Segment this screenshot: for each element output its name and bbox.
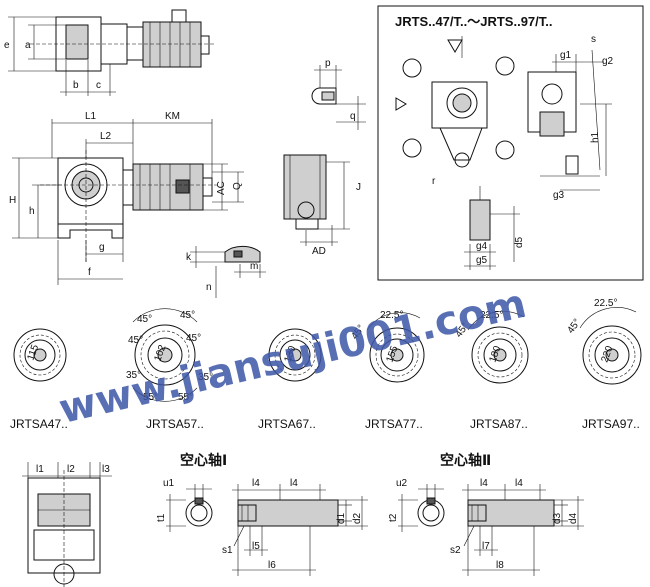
- dim-KM: KM: [165, 111, 180, 122]
- dim-AC: AC: [216, 181, 227, 195]
- flange-angle: 22.5°: [594, 298, 617, 309]
- dim-b: b: [73, 80, 79, 91]
- dim-e: e: [4, 40, 10, 51]
- flange-model: JRTSA57..: [146, 417, 204, 431]
- inset-title: JRTS..47/T..～JRTS..97/T..: [395, 14, 553, 29]
- side-view: J AD: [283, 154, 361, 257]
- flange-angle: 35°: [126, 370, 141, 381]
- foot-detail: k n m: [186, 245, 266, 298]
- dim-m: m: [250, 261, 258, 272]
- bottom-elevation: l1 l2 l3: [22, 462, 112, 587]
- hollow-shaft-1: 空心轴Ⅰ u1 t1 l4 l4 d1 d2 s1 l5 l6: [156, 452, 368, 576]
- flange-angle: 35°: [198, 372, 213, 383]
- flange-angle: 55°: [178, 392, 193, 403]
- dim-s2: s2: [450, 545, 461, 556]
- dim-f: f: [88, 267, 91, 278]
- dim-u1: u1: [163, 478, 175, 489]
- dim-s1: s1: [222, 545, 233, 556]
- dim-g: g: [99, 242, 105, 253]
- dim-l4c: l4: [480, 478, 488, 489]
- flange-angle: 45°: [186, 333, 201, 344]
- dim-d5: d5: [514, 236, 525, 248]
- dim-g4: g4: [476, 241, 488, 252]
- dim-h1: h1: [590, 131, 601, 143]
- dim-L1: L1: [85, 111, 97, 122]
- torque-arm-inset: JRTS..47/T..～JRTS..97/T.. r g1 g2 s h1 g…: [377, 5, 644, 281]
- flange-JRTSA67: 130 JRTSA67..: [258, 328, 322, 431]
- flange-JRTSA57: 102 45° 45° 45° 45° 35° 35° 55° 55° JRTS…: [126, 308, 213, 431]
- flange-angle: 45°: [137, 314, 152, 325]
- flange-JRTSA77: 155 45° 22.5° JRTSA77..: [349, 310, 425, 431]
- dim-t2: t2: [388, 513, 399, 522]
- dim-c: c: [96, 80, 101, 91]
- flange-angle: 45°: [180, 310, 195, 321]
- dim-l1: l1: [36, 464, 44, 475]
- dim-g3: g3: [553, 190, 565, 201]
- hollow-shaft-2: 空心轴Ⅱ u2 t2 l4 l4 d3 d4 s2 l7 l8: [388, 452, 584, 576]
- dim-l7: l7: [482, 541, 490, 552]
- dim-u2: u2: [396, 478, 408, 489]
- dim-s: s: [591, 34, 596, 45]
- flange-angle: 22.5°: [380, 310, 403, 321]
- dim-a: a: [25, 40, 31, 51]
- dim-r: r: [432, 176, 436, 187]
- dim-h: h: [29, 206, 35, 217]
- dim-l4a: l4: [252, 478, 260, 489]
- dim-l4d: l4: [515, 478, 523, 489]
- flange-JRTSA87: 180 45° 22.5° JRTSA87..: [453, 310, 529, 431]
- flange-JRTSA47: 115 JRTSA47..: [10, 328, 68, 431]
- dim-d1: d1: [336, 512, 347, 524]
- dim-l8: l8: [496, 560, 504, 571]
- dim-l4b: l4: [290, 478, 298, 489]
- dim-l2: l2: [67, 464, 75, 475]
- dim-k: k: [186, 252, 192, 263]
- flange-model: JRTSA67..: [258, 417, 316, 431]
- flange-angle: 45°: [128, 335, 143, 346]
- flange-dia: 115: [25, 343, 41, 362]
- flange-angle: 55°: [143, 392, 158, 403]
- dim-H: H: [9, 195, 16, 206]
- dim-t1: t1: [156, 513, 167, 522]
- flange-angle: 45°: [565, 317, 583, 336]
- flange-angle: 22.5°: [480, 310, 503, 321]
- front-view: L1 L2 KM H h g f AC Q: [9, 111, 244, 285]
- dim-d4: d4: [568, 512, 579, 524]
- flange-model: JRTSA77..: [365, 417, 423, 431]
- key-detail-pq: p q: [311, 58, 366, 130]
- dim-q: q: [350, 111, 356, 122]
- dim-d2: d2: [352, 512, 363, 524]
- top-view: e a b c: [4, 9, 215, 96]
- dim-g2: g2: [602, 56, 614, 67]
- dim-l6: l6: [268, 560, 276, 571]
- dim-n: n: [206, 282, 212, 293]
- dim-l5: l5: [252, 541, 260, 552]
- flange-JRTSA97: 220 45° 22.5° JRTSA97..: [565, 298, 642, 431]
- watermark-text: www.jiansuji001.com: [55, 281, 531, 433]
- dim-g5: g5: [476, 255, 488, 266]
- dim-J: J: [356, 182, 361, 193]
- flange-model: JRTSA47..: [10, 417, 68, 431]
- dim-p: p: [325, 58, 331, 69]
- dim-g1: g1: [560, 50, 572, 61]
- dim-AD: AD: [312, 246, 326, 257]
- dim-l3: l3: [102, 464, 110, 475]
- shaft1-title: 空心轴Ⅰ: [180, 452, 227, 469]
- dim-L2: L2: [100, 131, 112, 142]
- shaft2-title: 空心轴Ⅱ: [440, 452, 491, 469]
- flange-model: JRTSA97..: [582, 417, 640, 431]
- dim-d3: d3: [552, 512, 563, 524]
- flange-model: JRTSA87..: [470, 417, 528, 431]
- dim-Q: Q: [232, 182, 243, 190]
